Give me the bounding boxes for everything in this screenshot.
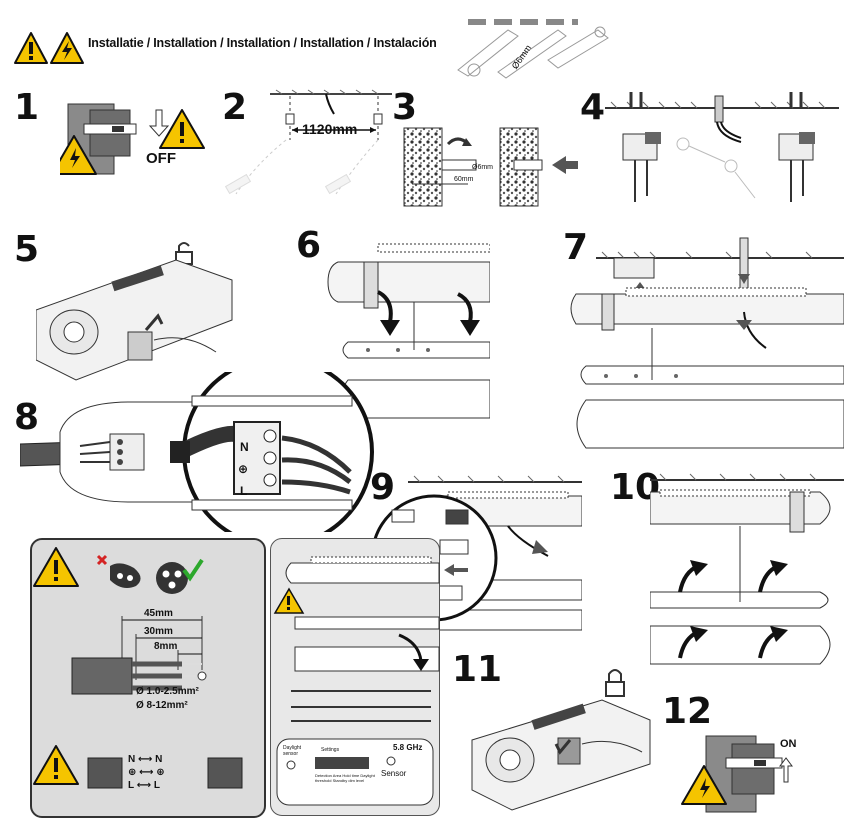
dim-30mm: 30mm bbox=[144, 626, 173, 637]
daylight-sensor-label: Daylight sensor bbox=[283, 745, 302, 757]
step-4-mounting-clips bbox=[605, 88, 839, 212]
cable-spec-panel: 45mm 30mm 8mm Ø 1.0-2.5mm² Ø 8-12mm² N ⟷… bbox=[30, 538, 266, 818]
on-label: ON bbox=[780, 738, 797, 750]
depth-label: 60mm bbox=[454, 176, 474, 183]
step-8-terminal-detail: N ⊕ L bbox=[20, 372, 376, 532]
spacing-label: 1120mm bbox=[302, 121, 358, 137]
wiring-row: N ⟷ N bbox=[128, 754, 163, 765]
page-title: Installatie / Installation / Installatio… bbox=[88, 36, 437, 50]
step-number-12: 12 bbox=[662, 691, 713, 732]
off-label: OFF bbox=[146, 150, 176, 167]
step-number-6: 6 bbox=[296, 225, 322, 266]
step-12-breaker-on: ON bbox=[676, 732, 842, 818]
step-10-close-cover bbox=[650, 472, 844, 680]
step-number-7: 7 bbox=[563, 227, 589, 268]
step-2-spacing: 1120mm bbox=[216, 84, 392, 208]
sensor-label: Sensor bbox=[381, 769, 407, 778]
dim-45mm: 45mm bbox=[144, 608, 173, 619]
wiring-row: L ⟷ L bbox=[128, 780, 160, 791]
dip-labels: Detection Area Hold time Daylight thresh… bbox=[315, 773, 375, 783]
step-11-lock-housing bbox=[462, 660, 652, 816]
terminal-l-label: L bbox=[240, 484, 248, 498]
step-number-8: 8 bbox=[14, 397, 40, 438]
step-number-1: 1 bbox=[14, 87, 40, 128]
wire-size-label: Ø 1.0-2.5mm² bbox=[136, 686, 199, 697]
step-5-open-housing bbox=[36, 240, 234, 386]
step-number-4: 4 bbox=[580, 87, 606, 128]
step-3-drilling: 60mm Ø6mm bbox=[402, 124, 580, 208]
wiring-row: ⊕ ⟷ ⊕ bbox=[128, 767, 165, 778]
step-1-breaker: OFF bbox=[60, 96, 210, 186]
step-number-3: 3 bbox=[392, 87, 418, 128]
terminal-earth-label: ⊕ bbox=[238, 462, 249, 476]
step-number-5: 5 bbox=[14, 229, 40, 270]
wiring-legend: N ⟷ N ⊕ ⟷ ⊕ L ⟷ L bbox=[128, 753, 165, 792]
step-number-11: 11 bbox=[452, 649, 503, 690]
cable-size-label: Ø 8-12mm² bbox=[136, 700, 188, 711]
step-number-9: 9 bbox=[370, 467, 396, 508]
sensor-settings-panel: Daylight sensor Settings Detection Area … bbox=[270, 538, 440, 816]
dip-settings-label: Settings bbox=[321, 747, 340, 753]
diameter-label: Ø6mm bbox=[472, 164, 493, 171]
dim-8mm: 8mm bbox=[154, 641, 178, 652]
step-number-2: 2 bbox=[222, 87, 248, 128]
terminal-n-label: N bbox=[240, 440, 249, 454]
frequency-label: 5.8 GHz bbox=[393, 743, 423, 752]
step-7-mount-housing bbox=[566, 224, 844, 464]
tools-illustration: Ø6mm bbox=[438, 10, 618, 82]
